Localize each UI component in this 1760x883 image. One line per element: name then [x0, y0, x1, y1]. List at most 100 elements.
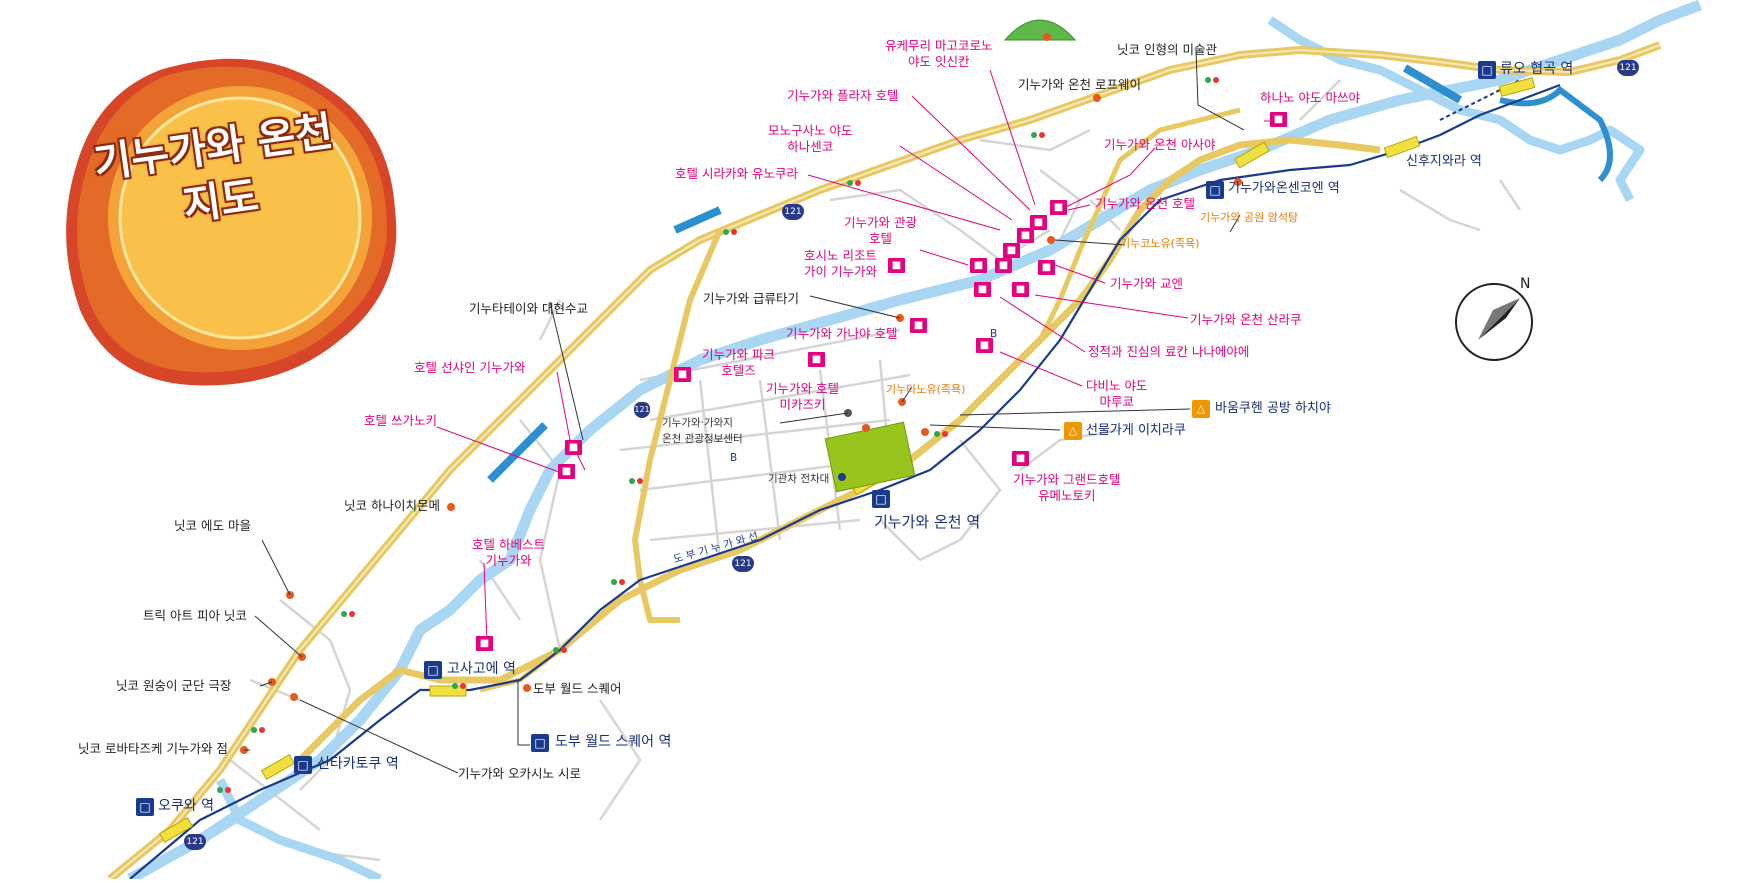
- spot-info-center[interactable]: 기누가와·가와지 온천 관광정보센터: [662, 417, 743, 445]
- hotel-icon: ■: [1038, 260, 1055, 275]
- hotel-koen[interactable]: 기누가와 교엔: [1110, 276, 1183, 291]
- hotel-mikazuki[interactable]: 기누가와 호텔 미카즈키: [766, 381, 839, 412]
- hotel-shirakaba[interactable]: 호텔 시라카와 유노쿠라: [675, 166, 798, 181]
- mountain-bump: [1003, 19, 1077, 41]
- hotel-icon: ■: [1050, 200, 1067, 215]
- route-121-inner: [109, 44, 1661, 880]
- traffic-lights: [217, 77, 1219, 793]
- hotel-dabino[interactable]: 다비노 야도 마루쿄: [1086, 378, 1148, 409]
- hotel-onsen-hotel[interactable]: 기누가와 온천 호텔: [1095, 196, 1195, 211]
- river-tributary: [1267, 16, 1645, 203]
- train-icon: □: [531, 734, 549, 752]
- hotel-tsugaki[interactable]: 호텔 쓰가노키: [364, 413, 437, 428]
- spot-okashino[interactable]: 기누가와 오카시노 시로: [458, 766, 581, 781]
- hotel-icon: ■: [476, 636, 493, 651]
- road-bypass: [632, 228, 723, 623]
- hotel-kanaya[interactable]: 기누가와 가나야 호텔: [786, 326, 898, 341]
- turntable-dot: [838, 473, 846, 481]
- station-shintakatoku[interactable]: 신타카토쿠 역: [317, 756, 399, 772]
- station-kinugawa-onsen[interactable]: 기누가와 온천 역: [874, 513, 981, 531]
- hotel-hanano[interactable]: 하나노 야도 마쓰야: [1260, 90, 1360, 105]
- hotel-hoshino[interactable]: 호시노 리조트 가이 기누가와: [804, 248, 877, 279]
- spot-ninja[interactable]: 닛코 원숭이 군단 극장: [116, 678, 232, 693]
- hotel-icon: ■: [1012, 451, 1029, 466]
- hotel-icon: ■: [974, 282, 991, 297]
- station-kinugawa-onsen-koen[interactable]: 기누가와온센코엔 역: [1228, 181, 1340, 196]
- bus-stop-marker-1: B: [990, 328, 998, 340]
- onsen-kinugawa-nouyu[interactable]: 기누코노유(족욕): [1120, 237, 1200, 250]
- hotel-monogusano[interactable]: 모노구사노 야도 하나센코: [768, 123, 853, 154]
- rail-dashed: [1439, 79, 1521, 121]
- shop-icon: △: [1192, 400, 1210, 418]
- platform-shinfujiwara: [1383, 135, 1421, 159]
- hotel-icon: ■: [1270, 112, 1287, 127]
- shop-baumkuchen[interactable]: 바움쿠헨 공방 하치야: [1215, 401, 1331, 416]
- spot-hanaichimonme[interactable]: 닛코 하나이치몬메: [344, 498, 440, 513]
- hotel-sanraku[interactable]: 기누가와 온천 산라쿠: [1190, 312, 1302, 327]
- dam-lake: [1499, 86, 1613, 183]
- tunnel-blue-1: [673, 206, 722, 234]
- hotel-plaza[interactable]: 기누가와 플라자 호텔: [787, 88, 899, 103]
- hotel-icon: ■: [888, 258, 905, 273]
- hotel-icon: ■: [558, 464, 575, 479]
- hotel-icon: ■: [808, 352, 825, 367]
- hotel-icon: ■: [910, 318, 927, 333]
- spot-ohashi[interactable]: 기누타테이와 대현수교: [469, 301, 588, 316]
- route-121-shield-2: 121: [1617, 60, 1639, 76]
- compass-north-label: N: [1520, 276, 1531, 292]
- route-121-shield-4: 121: [184, 834, 206, 850]
- road-lower: [297, 136, 1381, 763]
- hotel-nanaeya[interactable]: 정적과 진심의 료칸 나나에야에: [1088, 344, 1250, 359]
- spot-kyuryu[interactable]: 기누가와 급류타기: [703, 291, 799, 306]
- platform-shintakatoku: [260, 753, 296, 781]
- tobu-kinugawa-line: [129, 83, 1561, 880]
- train-icon: □: [1206, 181, 1224, 199]
- hotel-harvest[interactable]: 호텔 하베스트 기누가와: [472, 537, 545, 568]
- station-kosagoe[interactable]: 고사고에 역: [447, 661, 516, 677]
- hotel-icon: ■: [1017, 228, 1034, 243]
- title-badge: [66, 58, 397, 386]
- station-tobu-world-square[interactable]: 도부 월드 스퀘어 역: [555, 734, 672, 750]
- spot-ropeway[interactable]: 기누가와 온천 로프웨이: [1018, 77, 1141, 92]
- station-shinfujiwara[interactable]: 신후지와라 역: [1406, 154, 1482, 169]
- train-icon: □: [294, 756, 312, 774]
- lower-river-branch: [215, 777, 382, 883]
- onsen-kinutano[interactable]: 기누타노유(족욕): [886, 383, 966, 396]
- hotel-icon: ■: [1003, 243, 1020, 258]
- platform-kosagoe: [429, 685, 467, 697]
- side-streets: [189, 79, 1522, 862]
- route-121-shield-1: 121: [782, 204, 804, 220]
- spot-edo-mura[interactable]: 닛코 에도 마을: [174, 518, 251, 533]
- onsen-koen-ganseki[interactable]: 기누가와 공원 암석탕: [1200, 211, 1299, 224]
- platform-okuwa: [158, 816, 194, 844]
- spot-tobu-world-square[interactable]: 도부 월드 스퀘어: [533, 681, 622, 696]
- hotel-asaya[interactable]: 기누가와 온천 아사야: [1104, 137, 1216, 152]
- spot-doll-museum[interactable]: 닛코 인형의 미술관: [1117, 42, 1217, 57]
- platform-ryuo: [1498, 77, 1536, 97]
- hotel-icon: ■: [1012, 282, 1029, 297]
- train-icon: □: [1478, 61, 1496, 79]
- shop-ichiraku[interactable]: 선물가게 이치라쿠: [1086, 423, 1186, 438]
- route-121-shield-5: 121: [634, 402, 650, 418]
- hotel-icon: ■: [970, 258, 987, 273]
- hotel-yukemuri[interactable]: 유케무리 마고코로노 야도 잇신칸: [885, 38, 993, 69]
- platform-koen: [1234, 141, 1270, 169]
- train-icon: □: [872, 490, 890, 508]
- bus-stop-marker-2: B: [730, 452, 738, 464]
- hotel-icon: ■: [976, 338, 993, 353]
- spot-trick-art[interactable]: 트릭 아트 피아 닛코: [143, 608, 247, 623]
- hotel-icon: ■: [995, 258, 1012, 273]
- route-121-shield-3: 121: [732, 556, 754, 572]
- train-icon: □: [136, 798, 154, 816]
- spot-turntable[interactable]: 기관차 전차대: [768, 473, 830, 485]
- station-ryuo[interactable]: 류오 협곡 역: [1500, 61, 1574, 77]
- hotel-park[interactable]: 기누가와 파크 호텔즈: [702, 347, 775, 378]
- hotel-kanko[interactable]: 기누가와 관광 호텔: [844, 215, 917, 246]
- spot-robatazuke[interactable]: 닛코 로바타즈케 기누가와 점: [78, 741, 228, 756]
- hotel-sunshine[interactable]: 호텔 선샤인 기누가와: [414, 360, 526, 375]
- station-okuwa[interactable]: 오쿠와 역: [158, 798, 214, 814]
- hotel-icon: ■: [565, 440, 582, 455]
- hotel-grand[interactable]: 기누가와 그랜드호텔 유메노토키: [1013, 472, 1121, 503]
